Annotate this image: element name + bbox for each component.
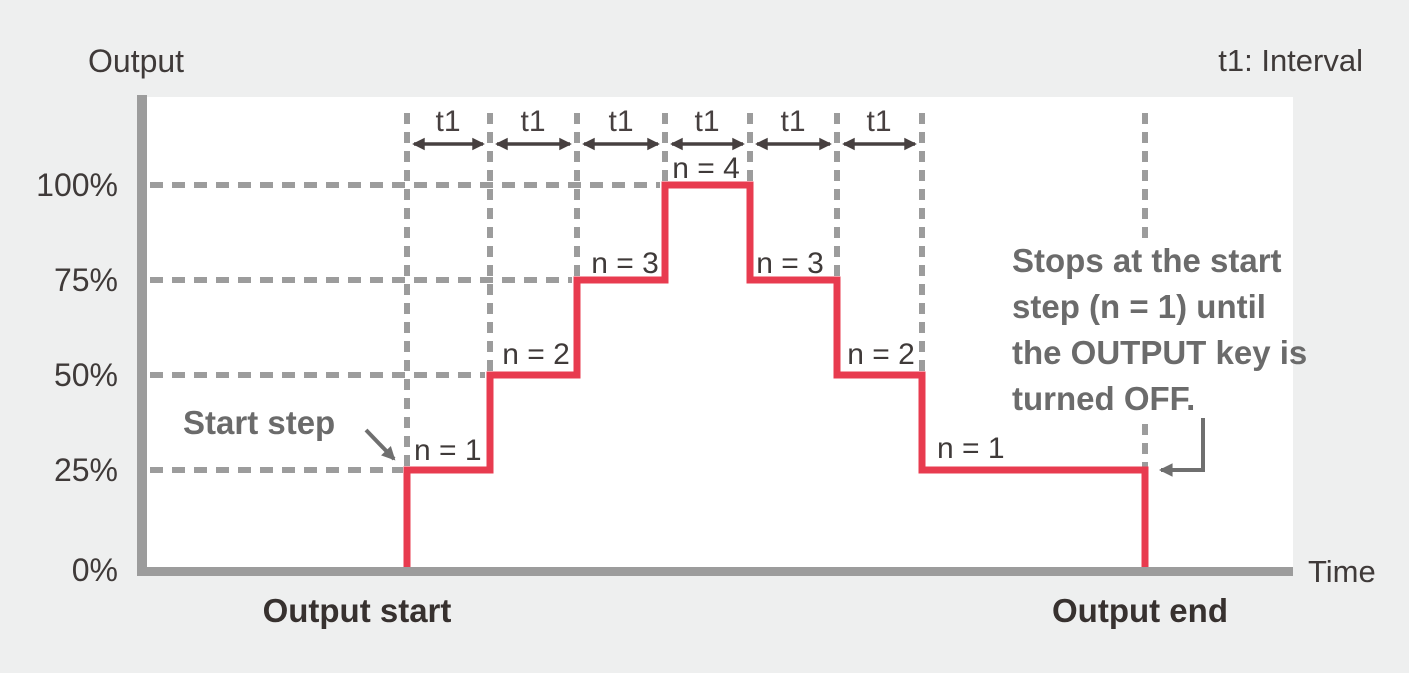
note-line-1: Stops at the start xyxy=(1012,242,1282,279)
t1-label-3: t1 xyxy=(608,105,633,138)
step-label-n3-down: n = 3 xyxy=(756,247,824,280)
t1-label-2: t1 xyxy=(520,105,545,138)
y-tick-75: 75% xyxy=(54,262,118,298)
start-step-label: Start step xyxy=(183,404,335,441)
step-label-n4: n = 4 xyxy=(672,152,740,185)
step-label-n2-up: n = 2 xyxy=(502,338,570,371)
output-end-label: Output end xyxy=(1052,592,1228,629)
t1-label-6: t1 xyxy=(866,105,891,138)
output-start-label: Output start xyxy=(263,592,452,629)
step-label-n2-down: n = 2 xyxy=(847,338,915,371)
t1-label-4: t1 xyxy=(694,105,719,138)
y-tick-100: 100% xyxy=(36,167,118,203)
plot-area xyxy=(147,97,1293,567)
y-tick-25: 25% xyxy=(54,452,118,488)
interval-legend: t1: Interval xyxy=(1218,43,1363,78)
step-label-n1-down: n = 1 xyxy=(937,432,1005,465)
y-tick-0: 0% xyxy=(72,552,118,588)
note-line-4: turned OFF. xyxy=(1012,380,1195,417)
y-axis-title: Output xyxy=(88,43,184,79)
x-axis xyxy=(137,567,1293,576)
note-line-2: step (n = 1) until xyxy=(1012,288,1266,325)
output-step-line xyxy=(403,181,1149,569)
y-axis xyxy=(137,95,147,576)
step-label-n3-up: n = 3 xyxy=(591,247,659,280)
start-step-arrow xyxy=(364,428,396,461)
note-line-3: the OUTPUT key is xyxy=(1012,334,1307,371)
stops-note-arrow xyxy=(1158,418,1205,477)
step-label-n1-up: n = 1 xyxy=(414,434,482,467)
y-tick-50: 50% xyxy=(54,357,118,393)
t1-label-1: t1 xyxy=(435,105,460,138)
x-axis-title: Time xyxy=(1308,554,1376,589)
t1-label-5: t1 xyxy=(780,105,805,138)
